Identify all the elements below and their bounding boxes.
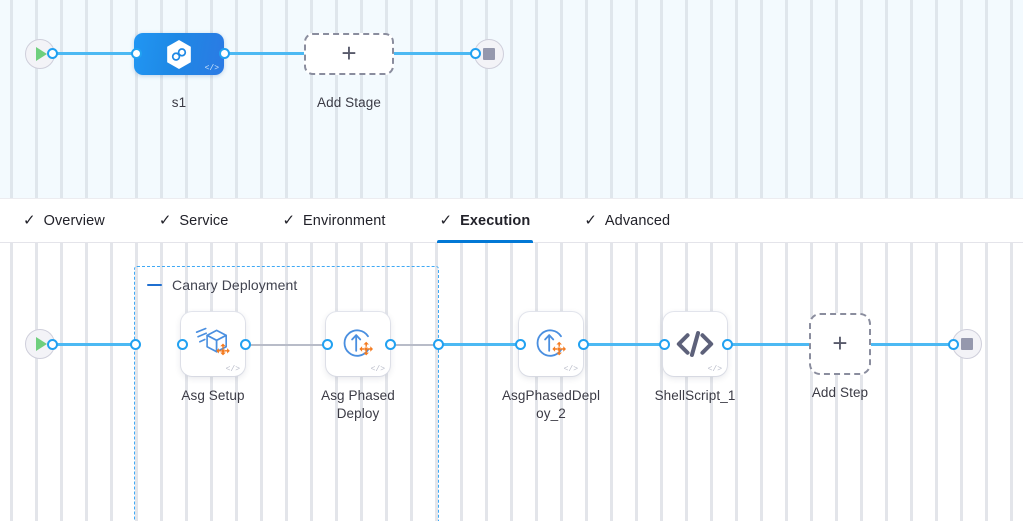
code-badge: </>: [204, 64, 219, 73]
shell-script-icon: [676, 331, 714, 357]
tab-label: Service: [179, 212, 229, 229]
execution-canvas[interactable]: Canary Deployment: [0, 243, 1023, 521]
step-node-asgphaseddeploy-2[interactable]: </>: [519, 312, 583, 376]
tab-overview[interactable]: ✓ Overview: [22, 198, 106, 243]
tab-advanced[interactable]: ✓ Advanced: [583, 198, 671, 243]
port-asgphaseddeploy2-in[interactable]: [515, 339, 526, 350]
play-icon: [36, 337, 47, 351]
asg-phased-deploy-icon: [536, 329, 566, 357]
step-label-asg-phased-deploy: Asg Phased Deploy: [321, 388, 395, 421]
tab-service[interactable]: ✓ Service: [158, 198, 230, 243]
step-node-asg-setup[interactable]: </>: [181, 312, 245, 376]
port-s1-out[interactable]: [219, 48, 230, 59]
asg-setup-icon: [195, 327, 230, 356]
port-asg-setup-in[interactable]: [177, 339, 188, 350]
check-icon: ✓: [282, 212, 296, 229]
add-step-node[interactable]: +: [809, 313, 871, 375]
check-icon: ✓: [584, 212, 597, 229]
plus-icon: +: [341, 37, 357, 68]
edge-asgphaseddeploy-to-groupout: [392, 344, 440, 346]
stage-canvas[interactable]: </> s1 + Add Stage: [0, 0, 1023, 198]
edge-add-stage-to-stop: [392, 52, 478, 55]
check-icon: ✓: [23, 212, 36, 229]
tab-label: Environment: [303, 212, 386, 229]
tab-environment[interactable]: ✓ Environment: [281, 198, 386, 243]
port-group-out[interactable]: [433, 339, 444, 350]
code-badge: </>: [563, 365, 578, 374]
code-badge: </>: [707, 365, 722, 374]
add-stage-node[interactable]: +: [304, 33, 394, 75]
tab-label: Advanced: [604, 212, 671, 229]
port-group-in[interactable]: [130, 339, 141, 350]
port-exec-stop-in[interactable]: [948, 339, 959, 350]
stage-config-tabs[interactable]: ✓ Overview ✓ Service ✓ Environment ✓ Exe…: [0, 198, 1023, 243]
edge-start-to-s1: [50, 52, 140, 55]
add-step-label: Add Step: [811, 385, 869, 400]
step-node-asg-phased-deploy[interactable]: </>: [326, 312, 390, 376]
port-stop-in[interactable]: [470, 48, 481, 59]
port-asgphaseddeploy2-out[interactable]: [578, 339, 589, 350]
edge-group-to-asgphaseddeploy2: [437, 343, 525, 346]
minus-icon[interactable]: [147, 283, 162, 287]
edge-s1-to-add-stage: [224, 52, 306, 55]
add-stage-label: Add Stage: [317, 95, 381, 110]
tab-execution[interactable]: ✓ Execution: [436, 198, 534, 243]
edge-asgphaseddeploy2-to-shellscript: [583, 343, 669, 346]
edge-add-step-to-stop: [870, 343, 956, 346]
asg-phased-deploy-icon: [343, 329, 373, 357]
edge-start-to-group: [50, 343, 140, 346]
port-asg-phased-deploy-in[interactable]: [322, 339, 333, 350]
code-badge: </>: [370, 365, 385, 374]
stop-icon: [961, 338, 973, 350]
tab-label: Execution: [460, 212, 531, 229]
plus-icon: +: [832, 327, 848, 358]
step-node-shellscript-1[interactable]: </>: [663, 312, 727, 376]
check-icon: ✓: [158, 212, 172, 229]
step-group-canary-deployment[interactable]: Canary Deployment: [134, 266, 439, 521]
port-asg-phased-deploy-out[interactable]: [385, 339, 396, 350]
stage-label-s1: s1: [171, 95, 187, 110]
stage-node-s1[interactable]: </>: [134, 33, 224, 75]
edge-shellscript-to-add-step: [727, 343, 815, 346]
port-start-out[interactable]: [47, 48, 58, 59]
play-icon: [36, 47, 47, 61]
step-group-header[interactable]: Canary Deployment: [147, 277, 297, 293]
step-label-asgphaseddeploy-2: AsgPhasedDepl oy_2: [501, 388, 601, 421]
step-label-shellscript-1: ShellScript_1: [654, 388, 736, 403]
step-label-asg-setup: Asg Setup: [181, 388, 245, 403]
tab-label: Overview: [43, 212, 105, 229]
port-exec-start-out[interactable]: [47, 339, 58, 350]
port-shellscript-out[interactable]: [722, 339, 733, 350]
port-s1-in[interactable]: [131, 48, 142, 59]
harness-hexagon-icon: [167, 39, 191, 69]
code-badge: </>: [225, 365, 240, 374]
step-group-title: Canary Deployment: [172, 277, 298, 293]
check-icon: ✓: [439, 212, 453, 229]
stop-icon: [483, 48, 495, 60]
port-asg-setup-out[interactable]: [240, 339, 251, 350]
port-shellscript-in[interactable]: [659, 339, 670, 350]
edge-asgsetup-to-asgphaseddeploy: [247, 344, 331, 346]
